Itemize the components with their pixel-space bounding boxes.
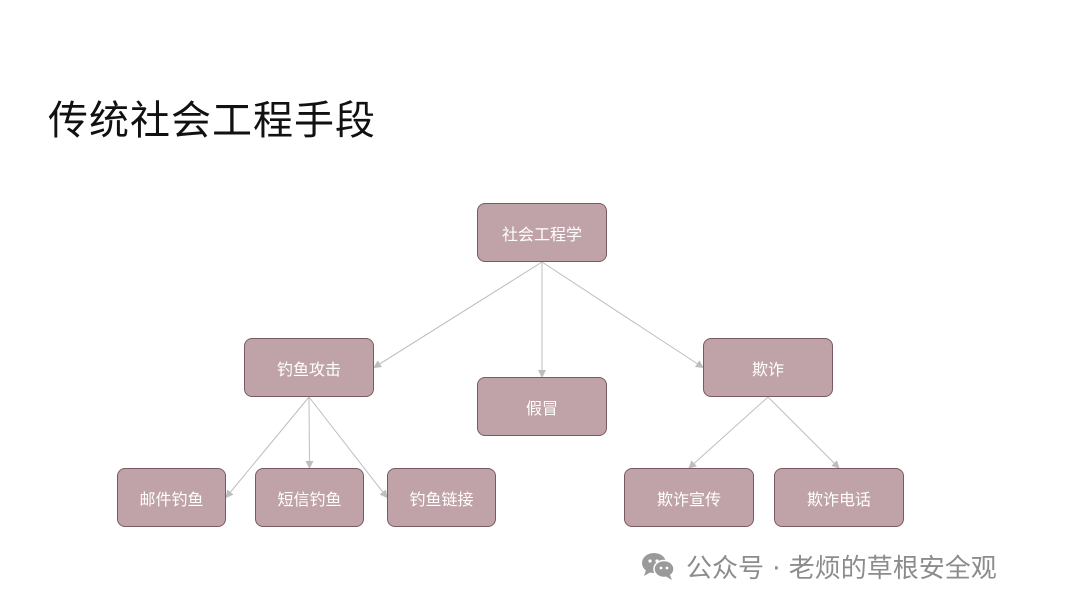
node-impersonation: 假冒: [477, 377, 607, 436]
edge-phishing-to-sms_phishing: [305, 396, 314, 469]
page-title: 传统社会工程手段: [48, 98, 376, 144]
wechat-icon: [640, 550, 676, 582]
edge-phishing-to-email_phishing: [225, 396, 310, 499]
node-social-engineering: 社会工程学: [477, 203, 607, 262]
watermark-text: 公众号 · 老烦的草根安全观: [686, 553, 997, 584]
node-fraud-phone-call: 欺诈电话: [774, 468, 904, 527]
node-sms-phishing: 短信钓鱼: [255, 468, 364, 527]
edge-fraud-to-fraud_promotion: [688, 396, 769, 469]
edge-root-to-phishing: [373, 261, 543, 369]
watermark: 公众号 · 老烦的草根安全观: [640, 546, 997, 586]
node-phishing-attack: 钓鱼攻击: [244, 338, 374, 397]
edge-phishing-to-link_phishing: [308, 396, 388, 499]
edge-fraud-to-fraud_phone: [767, 396, 840, 469]
node-email-phishing: 邮件钓鱼: [117, 468, 226, 527]
node-fraud: 欺诈: [703, 338, 833, 397]
edge-root-to-fraud: [541, 261, 704, 369]
node-fraud-promotion: 欺诈宣传: [624, 468, 754, 527]
node-phishing-link: 钓鱼链接: [387, 468, 496, 527]
